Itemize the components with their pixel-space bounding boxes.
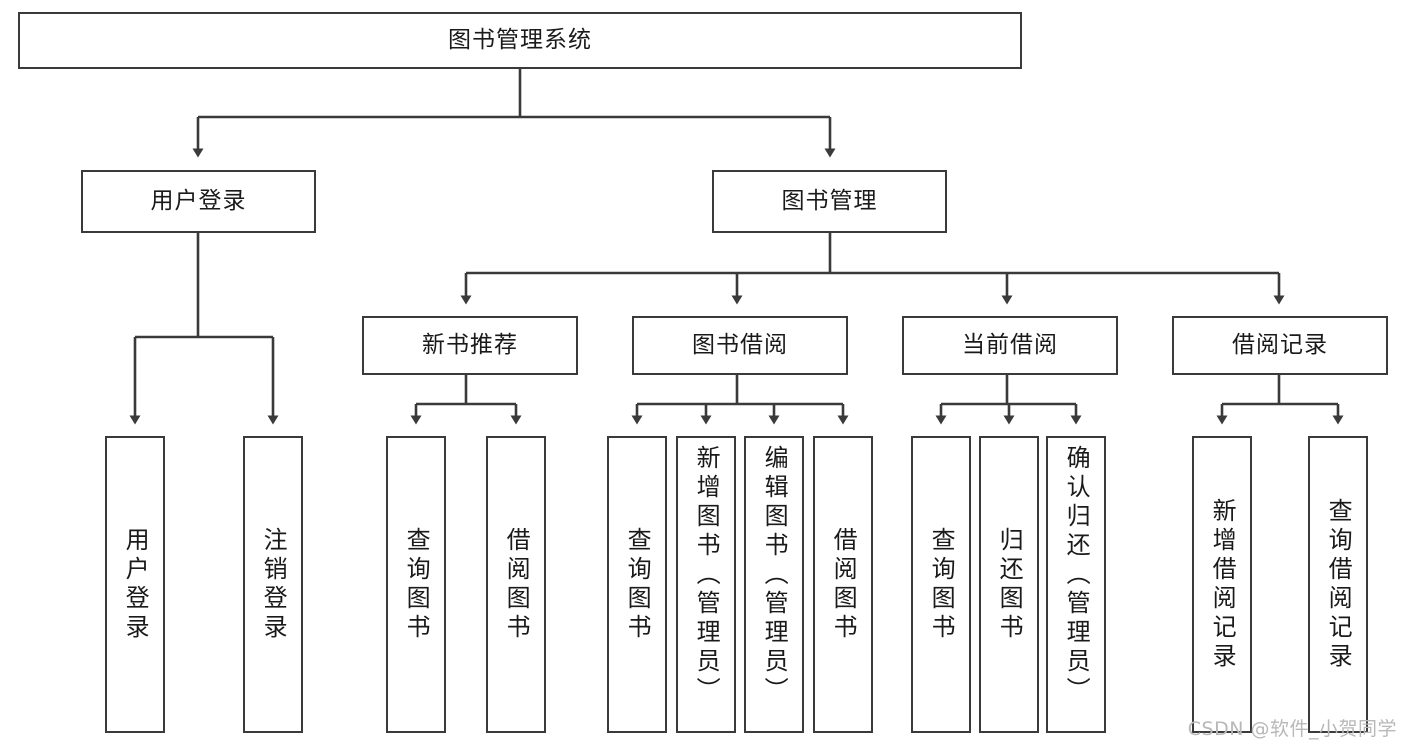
- node-leaf-borrow-book-1[interactable]: 借阅图书: [486, 436, 546, 733]
- node-leaf-logout[interactable]: 注销登录: [243, 436, 303, 733]
- node-leaf-confirm-return[interactable]: 确认归还（管理员）: [1046, 436, 1106, 733]
- node-leaf-query-book-2-label: 查询图书: [623, 526, 652, 643]
- node-borrow-record-label: 借阅记录: [1232, 331, 1328, 358]
- node-current-borrow-label: 当前借阅: [962, 331, 1058, 358]
- node-root[interactable]: 图书管理系统: [18, 12, 1022, 69]
- node-leaf-query-book-1[interactable]: 查询图书: [386, 436, 446, 733]
- node-leaf-query-book-3[interactable]: 查询图书: [911, 436, 971, 733]
- node-borrow-record[interactable]: 借阅记录: [1172, 316, 1388, 375]
- node-root-label: 图书管理系统: [448, 26, 592, 53]
- node-leaf-add-record-label: 新增借阅记录: [1208, 497, 1237, 672]
- node-leaf-borrow-book-1-label: 借阅图书: [502, 526, 531, 643]
- node-leaf-edit-book-label: 编辑图书（管理员）: [760, 445, 789, 706]
- node-leaf-borrow-book-2[interactable]: 借阅图书: [813, 436, 873, 733]
- node-leaf-edit-book[interactable]: 编辑图书（管理员）: [744, 436, 804, 733]
- node-user-login-label: 用户登录: [150, 187, 247, 214]
- node-leaf-user-login-label: 用户登录: [121, 526, 150, 643]
- node-leaf-return-book-label: 归还图书: [995, 526, 1024, 643]
- node-leaf-user-login[interactable]: 用户登录: [105, 436, 165, 733]
- node-leaf-return-book[interactable]: 归还图书: [979, 436, 1039, 733]
- node-leaf-add-record[interactable]: 新增借阅记录: [1192, 436, 1252, 733]
- node-book-borrow-label: 图书借阅: [692, 331, 788, 358]
- node-book-borrow[interactable]: 图书借阅: [632, 316, 848, 375]
- node-current-borrow[interactable]: 当前借阅: [902, 316, 1118, 375]
- node-leaf-confirm-return-label: 确认归还（管理员）: [1062, 445, 1091, 706]
- node-leaf-add-book[interactable]: 新增图书（管理员）: [676, 436, 736, 733]
- node-book-manage[interactable]: 图书管理: [712, 170, 947, 233]
- node-leaf-query-book-1-label: 查询图书: [402, 526, 431, 643]
- node-leaf-query-record[interactable]: 查询借阅记录: [1308, 436, 1368, 733]
- node-leaf-query-record-label: 查询借阅记录: [1324, 497, 1353, 672]
- node-leaf-borrow-book-2-label: 借阅图书: [829, 526, 858, 643]
- node-leaf-query-book-2[interactable]: 查询图书: [607, 436, 667, 733]
- node-new-book-rec-label: 新书推荐: [422, 331, 518, 358]
- node-leaf-logout-label: 注销登录: [259, 526, 288, 643]
- node-leaf-query-book-3-label: 查询图书: [927, 526, 956, 643]
- node-new-book-rec[interactable]: 新书推荐: [362, 316, 578, 375]
- node-user-login[interactable]: 用户登录: [81, 170, 316, 233]
- node-leaf-add-book-label: 新增图书（管理员）: [692, 445, 721, 706]
- node-book-manage-label: 图书管理: [781, 187, 878, 214]
